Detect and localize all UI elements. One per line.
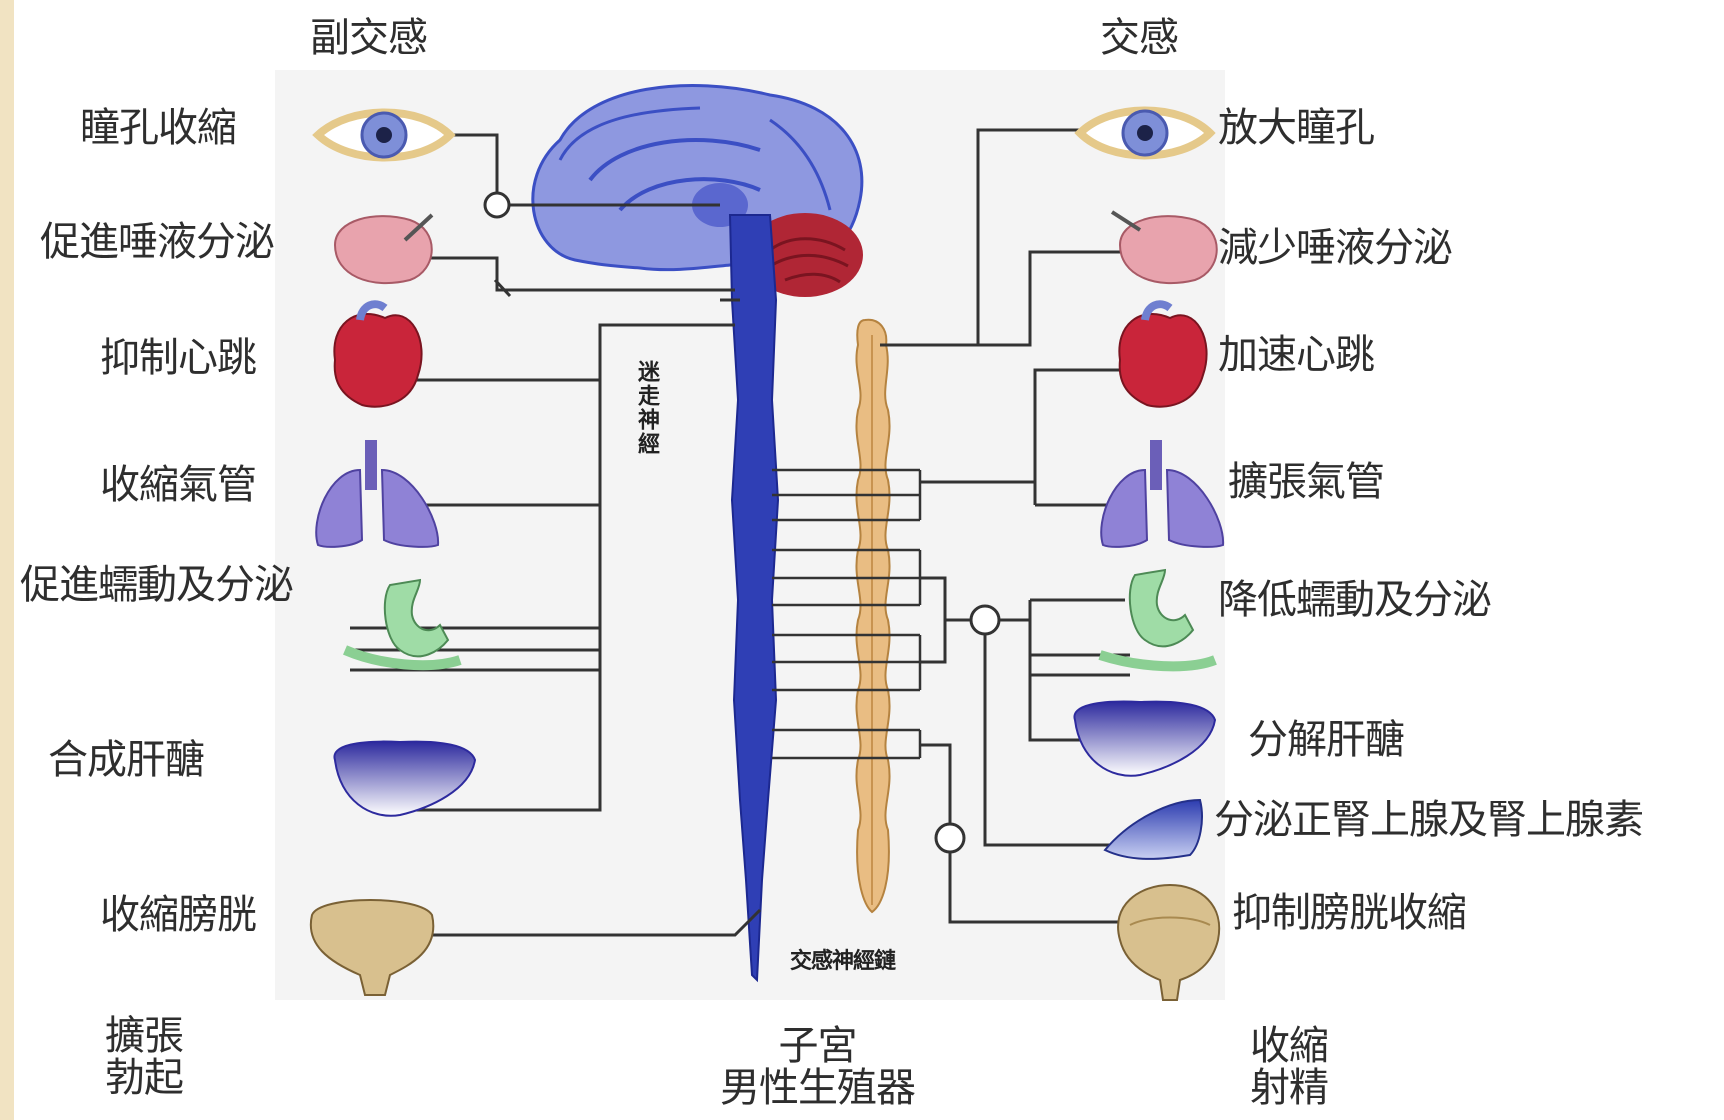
parasympathetic-heading: 副交感 [310,18,427,58]
label-left-genital: 擴張 勃起 [105,1015,183,1099]
label-reproductive-organs: 子宮 男性生殖器 [720,1025,915,1109]
label-reduce-saliva: 減少唾液分泌 [1218,228,1452,268]
left-salivary-gland [335,215,432,283]
label-break-down-glycogen: 分解肝醣 [1248,720,1404,760]
label-vagus-nerve: 迷走神經 [636,360,658,456]
right-eye [1080,111,1210,156]
label-inhibit-bladder: 抑制膀胱收縮 [1232,893,1466,933]
sympathetic-chain [856,320,889,912]
label-uterus: 子宮 [720,1025,915,1067]
label-inhibit-heartbeat: 抑制心跳 [100,338,256,378]
right-heart [1119,304,1206,406]
label-erection: 勃起 [105,1057,183,1099]
label-secrete-epinephrine: 分泌正腎上腺及腎上腺素 [1214,800,1643,840]
label-ejaculation: 射精 [1250,1067,1328,1109]
label-sympathetic-chain: 交感神經鏈 [790,950,895,972]
ciliary-ganglion [485,193,509,217]
label-dilate-pupil: 放大瞳孔 [1218,108,1374,148]
label-synthesize-glycogen: 合成肝醣 [48,740,204,780]
label-promote-peristalsis: 促進蠕動及分泌 [20,565,293,605]
label-contract: 收縮 [1250,1025,1328,1067]
left-eye [318,113,450,158]
label-reduce-peristalsis: 降低蠕動及分泌 [1218,580,1491,620]
sympathetic-heading: 交感 [1100,18,1178,58]
label-dilate: 擴張 [105,1015,183,1057]
label-constrict-bronchi: 收縮氣管 [100,465,256,505]
label-contract-bladder: 收縮膀胱 [100,895,256,935]
label-right-genital: 收縮 射精 [1250,1025,1328,1109]
label-dilate-bronchi: 擴張氣管 [1228,462,1384,502]
left-heart [334,304,421,406]
label-male-genitals: 男性生殖器 [720,1067,915,1109]
label-pupil-constrict: 瞳孔收縮 [80,108,236,148]
label-promote-saliva: 促進唾液分泌 [40,222,274,262]
label-accelerate-heartbeat: 加速心跳 [1218,335,1374,375]
